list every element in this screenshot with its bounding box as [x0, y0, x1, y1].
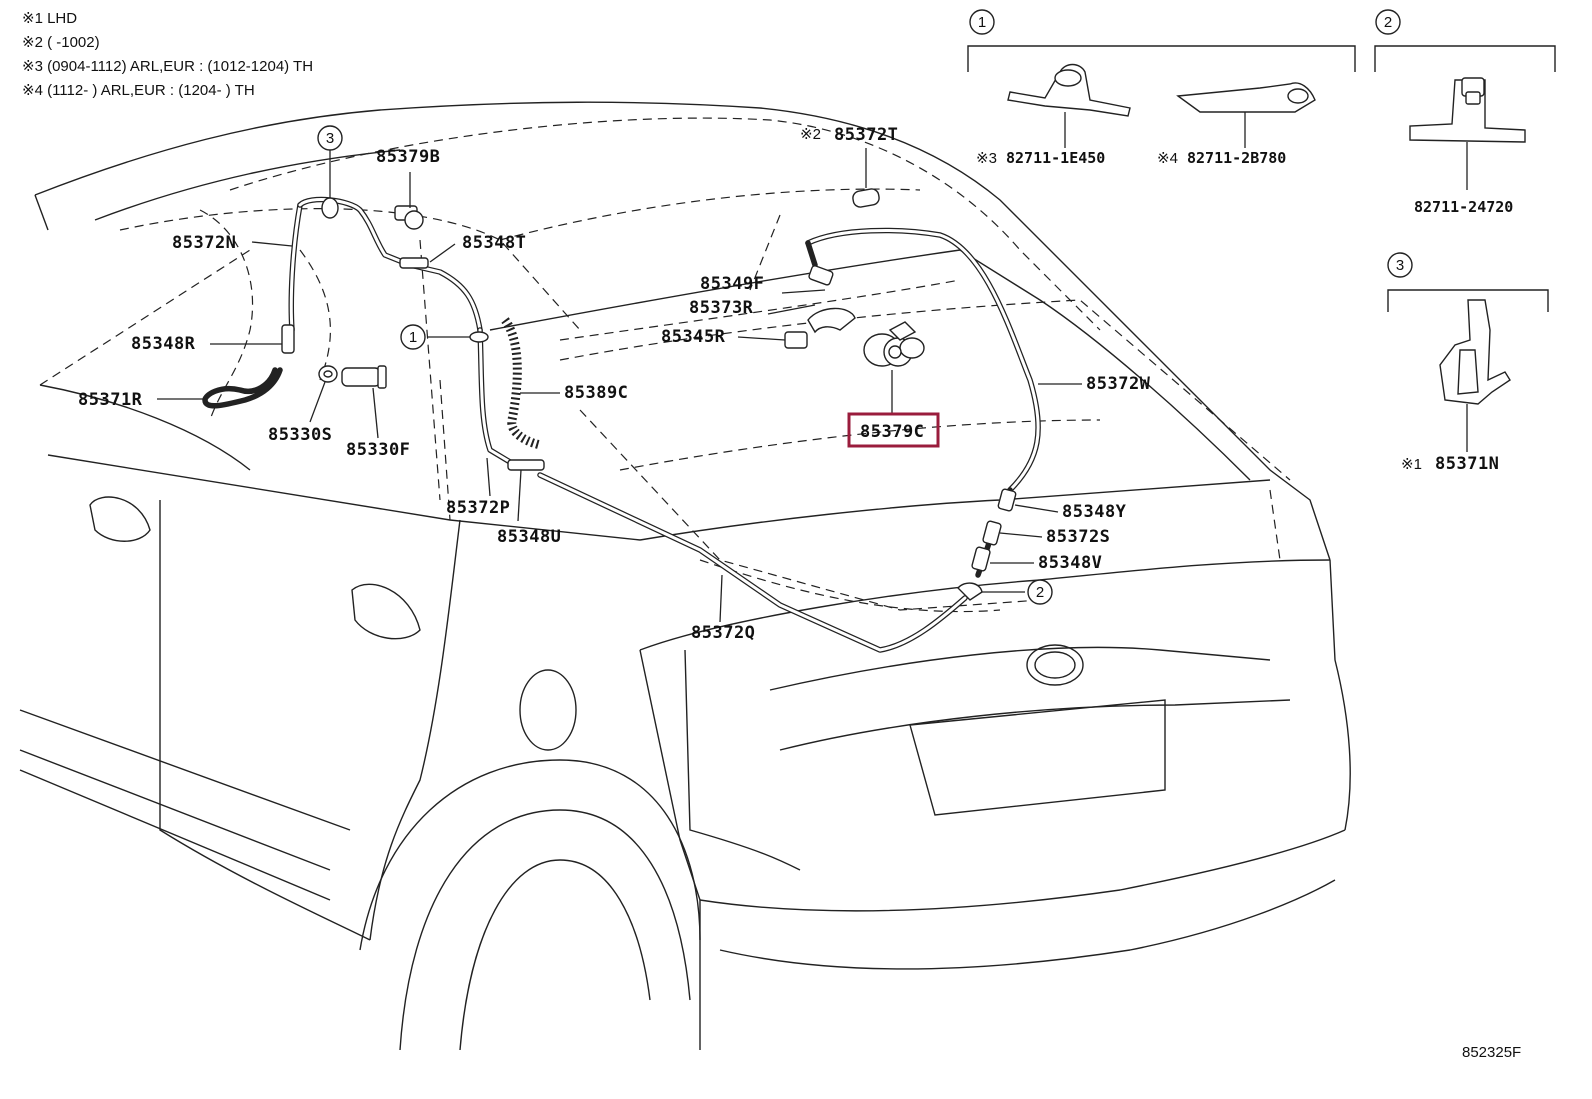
note-2: ※2 ( -1002) — [22, 34, 100, 51]
hoses — [202, 196, 1041, 653]
label-85372T: 85372T — [834, 125, 898, 145]
label-85371N: 85371N — [1435, 454, 1499, 474]
label-85348V: 85348V — [1038, 553, 1102, 573]
leader-lines — [157, 148, 1082, 623]
part-85372T-shape — [852, 188, 880, 208]
mark-2-85372T: ※2 — [800, 126, 821, 143]
corrugated-hose-85389C — [501, 317, 542, 450]
detail-3-number: 3 — [1396, 257, 1404, 274]
label-85349F: 85349F — [700, 274, 764, 294]
svg-text:2: 2 — [1036, 584, 1044, 601]
mark-3-82711-1E450: ※3 — [976, 150, 997, 167]
label-85345R: 85345R — [661, 327, 726, 347]
note-4: ※4 (1112- ) ARL,EUR : (1204- ) TH — [22, 82, 255, 99]
callouts: 3 1 2 — [317, 125, 1053, 605]
label-85372S: 85372S — [1046, 527, 1110, 547]
callout-1-main: 1 — [400, 324, 426, 350]
detail-1-number: 1 — [978, 14, 986, 31]
svg-text:3: 3 — [326, 130, 334, 147]
label-85348Y: 85348Y — [1062, 502, 1127, 522]
mark-4-82711-2B780: ※4 — [1157, 150, 1178, 167]
callout-3-main: 3 — [317, 125, 343, 151]
label-85372W: 85372W — [1086, 374, 1151, 394]
mark-1-85371N: ※1 — [1401, 456, 1422, 473]
label-85348T: 85348T — [462, 233, 526, 253]
label-85371R: 85371R — [78, 390, 143, 410]
label-85389C: 85389C — [564, 383, 628, 403]
part-85379C-shape — [863, 321, 925, 367]
callout-2-main: 2 — [1027, 579, 1053, 605]
label-85330F: 85330F — [346, 440, 410, 460]
label-82711-2B780: 82711-2B780 — [1187, 149, 1286, 167]
car-body — [19, 101, 1351, 1051]
label-85379C: 85379C — [860, 422, 924, 442]
label-85373R: 85373R — [689, 298, 754, 318]
highlight-box-85379C — [847, 412, 940, 448]
label-85372P: 85372P — [446, 498, 510, 518]
detail-3: 3 ※1 85371N — [1387, 252, 1549, 474]
small-parts — [281, 188, 1017, 601]
note-3: ※3 (0904-1112) ARL,EUR : (1012-1204) TH — [22, 58, 313, 75]
label-85372Q: 85372Q — [691, 623, 755, 643]
detail-2-number: 2 — [1384, 14, 1392, 31]
label-82711-1E450: 82711-1E450 — [1006, 149, 1105, 167]
notes-block: ※1 LHD ※2 ( -1002) ※3 (0904-1112) ARL,EU… — [22, 10, 313, 99]
label-85348R: 85348R — [131, 334, 196, 354]
detail-2: 2 82711-24720 — [1374, 9, 1556, 216]
label-85379B: 85379B — [376, 147, 440, 167]
figure-code: 852325F — [1462, 1044, 1521, 1061]
part-labels: 85379B 85372N 85348T 85348R 85371R 85330… — [78, 125, 1151, 643]
detail-1: 1 ※3 82711-1E450 ※4 82711-2B780 — [967, 9, 1356, 167]
label-85372N: 85372N — [172, 233, 236, 253]
note-lhd: ※1 LHD — [22, 10, 77, 27]
label-85348U: 85348U — [497, 527, 561, 547]
svg-text:1: 1 — [409, 329, 417, 346]
label-82711-24720: 82711-24720 — [1414, 198, 1513, 216]
label-85330S: 85330S — [268, 425, 332, 445]
